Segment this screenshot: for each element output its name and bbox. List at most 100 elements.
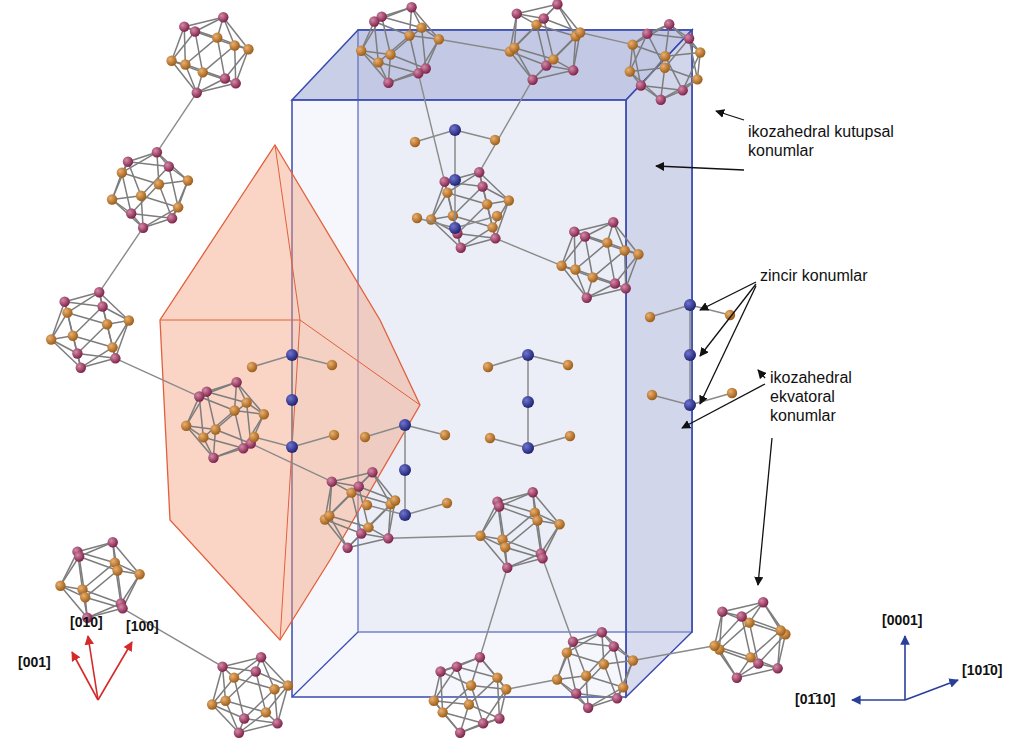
polar-atom: [568, 636, 578, 646]
bond: [172, 180, 188, 218]
chain-atom: [684, 299, 696, 311]
polar-atom: [123, 156, 133, 166]
polar-atom: [528, 487, 538, 497]
equatorial-atom: [107, 342, 117, 352]
bond: [415, 130, 455, 142]
icosahedron: [166, 12, 253, 98]
bond: [683, 52, 701, 90]
hexagonal-axes: [852, 636, 958, 700]
polar-atom: [538, 13, 548, 23]
axis-label: [0001]: [882, 612, 922, 629]
icosahedron: [181, 377, 269, 463]
bond: [543, 558, 573, 641]
bond: [329, 516, 368, 528]
polar-atom: [612, 693, 622, 703]
bond: [537, 25, 576, 37]
bond: [633, 646, 715, 661]
equatorial-atom: [324, 511, 334, 521]
equatorial-atom: [102, 319, 112, 329]
polar-atom: [167, 213, 177, 223]
bond: [212, 705, 239, 733]
polar-atom: [439, 176, 449, 186]
bond: [439, 39, 510, 51]
bond: [67, 313, 107, 325]
polar-atom: [74, 551, 84, 561]
polar-atom: [97, 301, 107, 311]
polar-atom: [192, 88, 202, 98]
bond: [203, 45, 235, 72]
bond: [252, 355, 292, 367]
bond: [488, 355, 528, 367]
bond: [382, 17, 422, 28]
bond: [226, 701, 239, 733]
bond: [586, 647, 614, 676]
equatorial-atom: [112, 565, 122, 575]
equatorial-atom: [625, 66, 635, 76]
bond: [574, 232, 575, 270]
bond: [185, 65, 225, 79]
polar-atom: [110, 353, 120, 363]
equatorial-atom: [68, 331, 78, 341]
polar-atom: [342, 543, 352, 553]
icosahedron: [556, 217, 643, 303]
equatorial-atom: [565, 431, 575, 441]
equatorial-atom: [329, 430, 339, 440]
equatorial-atom: [434, 34, 444, 44]
polar-atom: [636, 80, 646, 90]
bond: [614, 647, 623, 688]
bond: [226, 701, 266, 713]
equatorial-atom: [207, 699, 217, 709]
bond: [630, 34, 648, 72]
bond: [226, 672, 256, 701]
bond: [537, 25, 547, 66]
equatorial-atom: [181, 421, 191, 431]
polar-atom: [238, 443, 248, 453]
equatorial-atom: [327, 360, 337, 370]
polar-atom: [76, 363, 86, 373]
polar-atom: [580, 231, 590, 241]
bond: [112, 162, 128, 200]
equatorial-atom: [554, 519, 564, 529]
polar-atom: [126, 208, 136, 218]
bond: [434, 701, 469, 705]
icosahedron: [55, 537, 145, 623]
bond: [291, 355, 293, 400]
equatorial-atom: [429, 696, 439, 706]
bond: [527, 355, 529, 402]
equatorial-atom: [363, 522, 373, 532]
polar-atom: [597, 627, 607, 637]
bond: [122, 173, 131, 214]
polar-atom: [477, 181, 487, 191]
icosahedron: [505, 0, 586, 85]
polar-atom: [583, 703, 593, 713]
polar-atom: [610, 278, 620, 288]
bond: [141, 196, 178, 208]
equatorial-atom: [727, 388, 737, 398]
equatorial-atom: [509, 43, 519, 53]
bond: [510, 52, 546, 66]
bond: [441, 672, 443, 713]
bond: [207, 392, 247, 403]
site-label: zincir konumlar: [760, 266, 940, 285]
bond: [81, 358, 116, 367]
polar-atom: [621, 283, 631, 293]
equatorial-atom: [241, 397, 251, 407]
axis-label: [010]: [70, 614, 103, 631]
chain-atom: [399, 419, 411, 431]
polar-atom: [218, 12, 228, 22]
bond: [65, 302, 73, 336]
atom-chain: [410, 124, 502, 234]
polar-atom: [758, 597, 768, 607]
equatorial-atom: [198, 67, 208, 77]
equatorial-atom: [173, 202, 183, 212]
polar-atom: [490, 233, 500, 243]
axis-label: [101̄0]: [962, 662, 1002, 679]
bond: [567, 653, 576, 694]
bond: [607, 243, 615, 284]
bond: [461, 238, 496, 247]
bond: [497, 678, 499, 719]
polar-atom: [502, 563, 512, 573]
equatorial-atom: [475, 531, 485, 541]
equatorial-atom: [485, 433, 495, 443]
bond: [689, 305, 691, 355]
